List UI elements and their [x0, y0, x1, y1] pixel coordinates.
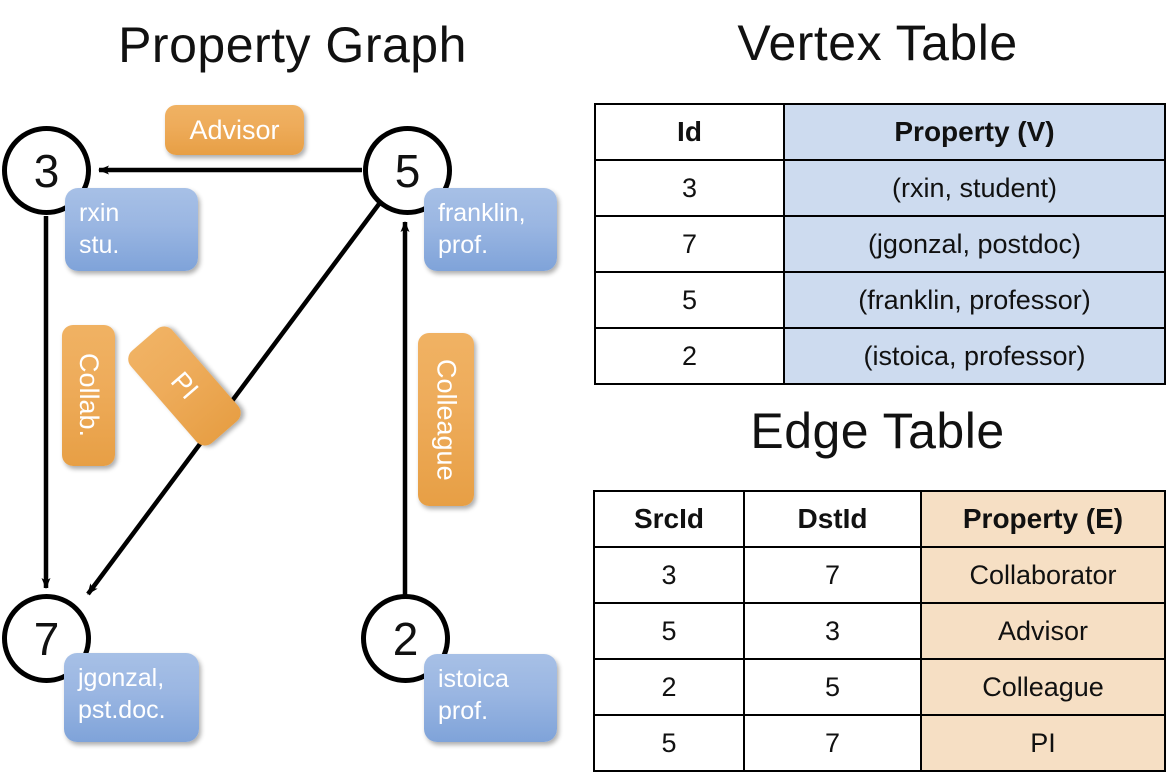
edge-table-header-dstid: DstId — [743, 490, 922, 548]
edge-row-3-srcid: 5 — [593, 714, 745, 772]
table-row: 5 7 PI — [593, 714, 1166, 772]
node-5-property-line-1: franklin, — [438, 199, 526, 227]
edge-label-advisor: Advisor — [165, 105, 304, 155]
node-7-property-line-2: pst.doc. — [78, 696, 166, 724]
edge-label-colleague-text: Colleague — [431, 358, 462, 481]
node-7-property-line-1: jgonzal, — [78, 664, 165, 692]
node-3-property-line-1: rxin — [79, 199, 120, 227]
graph-node-2[interactable]: 2 — [361, 594, 450, 683]
page-title-property-graph: Property Graph — [118, 17, 467, 73]
table-row: 3 (rxin, student) — [594, 159, 1166, 217]
vertex-table-header-property: Property (V) — [783, 103, 1166, 161]
graph-edges-svg — [41, 165, 410, 606]
edge-label-collab-text: Collab. — [74, 353, 104, 438]
table-row: 7 (jgonzal, postdoc) — [594, 215, 1166, 273]
edge-row-1-srcid: 5 — [593, 602, 745, 660]
table-row: 2 (istoica, professor) — [594, 327, 1166, 385]
node-5-property-line-2: prof. — [438, 231, 489, 259]
table-row: 2 5 Colleague — [593, 658, 1166, 716]
table-row: 3 7 Collaborator — [593, 546, 1166, 604]
vertex-row-0-id: 3 — [594, 159, 785, 217]
edge-row-2-dstid: 5 — [743, 658, 922, 716]
edge-label-advisor-text: Advisor — [189, 114, 280, 145]
edge-row-1-dstid: 3 — [743, 602, 922, 660]
graph-node-2-label: 2 — [392, 612, 419, 665]
vertex-table-header-row: Id Property (V) — [594, 103, 1166, 161]
vertex-row-0-property: (rxin, student) — [783, 159, 1166, 217]
edge-row-3-property: PI — [920, 714, 1166, 772]
edge-table-header-srcid: SrcId — [593, 490, 745, 548]
edge-label-colleague: Colleague — [418, 333, 474, 506]
edge-label-collab: Collab. — [62, 325, 115, 466]
node-2-property-line-1: istoica — [438, 665, 509, 693]
node-3-property-box: rxin stu. — [65, 188, 198, 271]
table-row: 5 3 Advisor — [593, 602, 1166, 660]
graph-node-5-label: 5 — [394, 144, 421, 197]
edge-row-0-property: Collaborator — [920, 546, 1166, 604]
vertex-row-2-id: 5 — [594, 271, 785, 329]
node-3-property-line-2: stu. — [79, 231, 120, 259]
edge-row-0-dstid: 7 — [743, 546, 922, 604]
node-7-property-box: jgonzal, pst.doc. — [64, 653, 199, 742]
graph-node-7-label: 7 — [33, 612, 60, 665]
edge-row-3-dstid: 7 — [743, 714, 922, 772]
page-title-vertex-table: Vertex Table — [737, 15, 1018, 71]
page-title-edge-table: Edge Table — [750, 403, 1005, 459]
edge-row-2-property: Colleague — [920, 658, 1166, 716]
node-5-property-box: franklin, prof. — [424, 188, 557, 271]
edge-table: SrcId DstId Property (E) 3 7 Collaborato… — [593, 490, 1166, 772]
graph-node-3-label: 3 — [33, 144, 60, 197]
edge-row-0-srcid: 3 — [593, 546, 745, 604]
graph-node-5[interactable]: 5 — [363, 126, 452, 215]
edge-table-header-property: Property (E) — [920, 490, 1166, 548]
property-graph-diagram: 3 5 7 2 rxin stu. franklin, prof. jgonza… — [0, 0, 585, 760]
vertex-row-1-property: (jgonzal, postdoc) — [783, 215, 1166, 273]
edge-label-pi-text: PI — [165, 366, 205, 406]
vertex-table-header-id: Id — [594, 103, 785, 161]
edge-5-to-7-pi — [86, 202, 381, 596]
vertex-row-3-property: (istoica, professor) — [783, 327, 1166, 385]
table-row: 5 (franklin, professor) — [594, 271, 1166, 329]
edge-row-1-property: Advisor — [920, 602, 1166, 660]
vertex-row-3-id: 2 — [594, 327, 785, 385]
vertex-row-1-id: 7 — [594, 215, 785, 273]
edge-row-2-srcid: 2 — [593, 658, 745, 716]
edge-table-header-row: SrcId DstId Property (E) — [593, 490, 1166, 548]
vertex-table: Id Property (V) 3 (rxin, student) 7 (jgo… — [594, 103, 1166, 385]
node-2-property-line-2: prof. — [438, 697, 489, 725]
node-2-property-box: istoica prof. — [424, 654, 557, 742]
vertex-row-2-property: (franklin, professor) — [783, 271, 1166, 329]
